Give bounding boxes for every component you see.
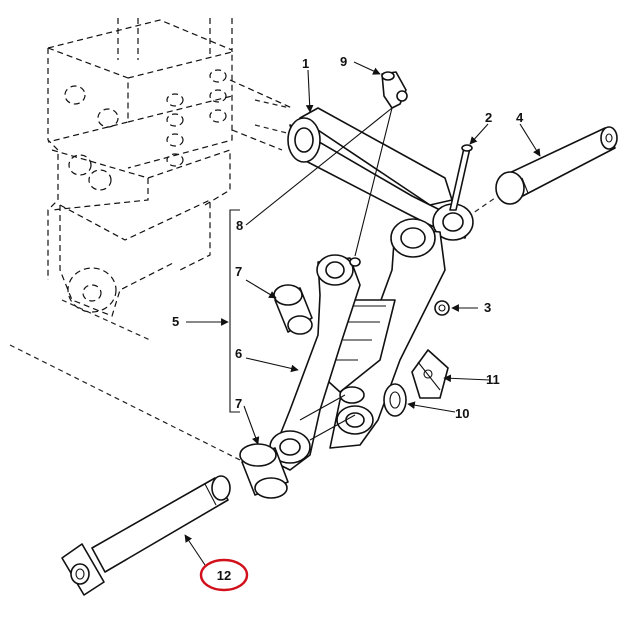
lift-arm-assembly-part-6: [269, 218, 446, 471]
callout-4: 4: [516, 110, 524, 125]
highlight-ring: [199, 558, 249, 592]
grease-fitting-part-9: [381, 71, 408, 109]
callout-12: 12: [217, 568, 231, 583]
bushing-part-7-upper: [273, 284, 313, 335]
washer-part-10: [383, 383, 407, 417]
alignment-guides: [9, 99, 496, 461]
mast-frame-ghost: [47, 18, 293, 317]
callout-2: 2: [485, 110, 492, 125]
leader-lines: [184, 61, 541, 566]
callout-3: 3: [484, 300, 491, 315]
callout-7-upper: 7: [235, 264, 242, 279]
callout-1: 1: [302, 56, 309, 71]
pin-part-4: [495, 126, 618, 205]
callout-9: 9: [340, 54, 347, 69]
group-bracket: [229, 209, 240, 413]
callout-10: 10: [455, 406, 469, 421]
long-pin-part-12: [61, 475, 231, 596]
callout-11: 11: [486, 372, 500, 387]
callout-5: 5: [172, 314, 179, 329]
callout-labels: 1 9 2 4 8 7 3 5 6 11 7 10: [172, 54, 524, 421]
upper-yoke-part: [287, 107, 474, 241]
highlighted-callout-12: 12: [199, 558, 249, 592]
retainer-plate-part-11: [411, 349, 449, 399]
callout-7-lower: 7: [235, 396, 242, 411]
callout-8: 8: [236, 218, 243, 233]
callout-6: 6: [235, 346, 242, 361]
bolt-part-2: [449, 144, 473, 211]
nut-part-3: [434, 300, 450, 316]
